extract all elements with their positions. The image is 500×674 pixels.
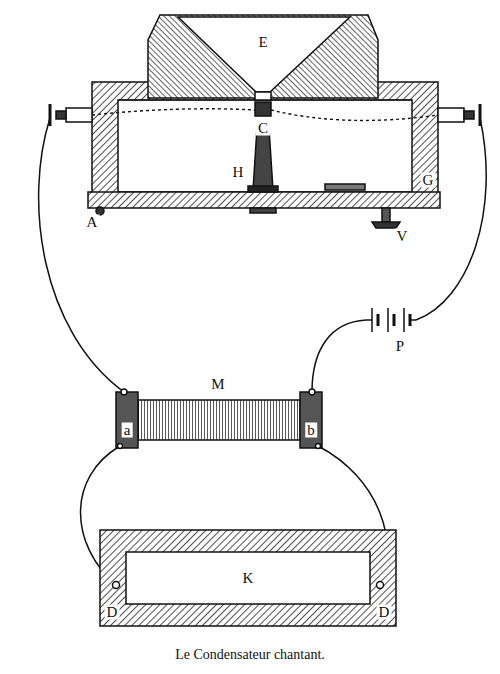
- part-letter: C: [256, 121, 270, 136]
- battery: [366, 308, 416, 332]
- outer-wires: [39, 118, 487, 585]
- part-letter: V: [395, 229, 410, 244]
- battery-letter: P: [394, 339, 406, 354]
- part-letter: G: [421, 173, 436, 188]
- part-letter: H: [231, 165, 246, 180]
- terminal-letter: D: [105, 605, 120, 620]
- part-letter: E: [256, 35, 269, 50]
- inner-wires: [92, 109, 438, 121]
- condenser-frame: [100, 530, 396, 626]
- coil-letter: M: [209, 377, 226, 392]
- induction-coil: [116, 389, 322, 449]
- figure-caption: Le Condensateur chantant.: [0, 647, 500, 663]
- terminal-letter: b: [305, 423, 317, 438]
- housing: [50, 15, 480, 228]
- terminal-letter: a: [122, 423, 133, 438]
- condenser-letter: K: [241, 571, 256, 586]
- part-letter: A: [85, 215, 100, 230]
- terminal-letter: D: [377, 605, 392, 620]
